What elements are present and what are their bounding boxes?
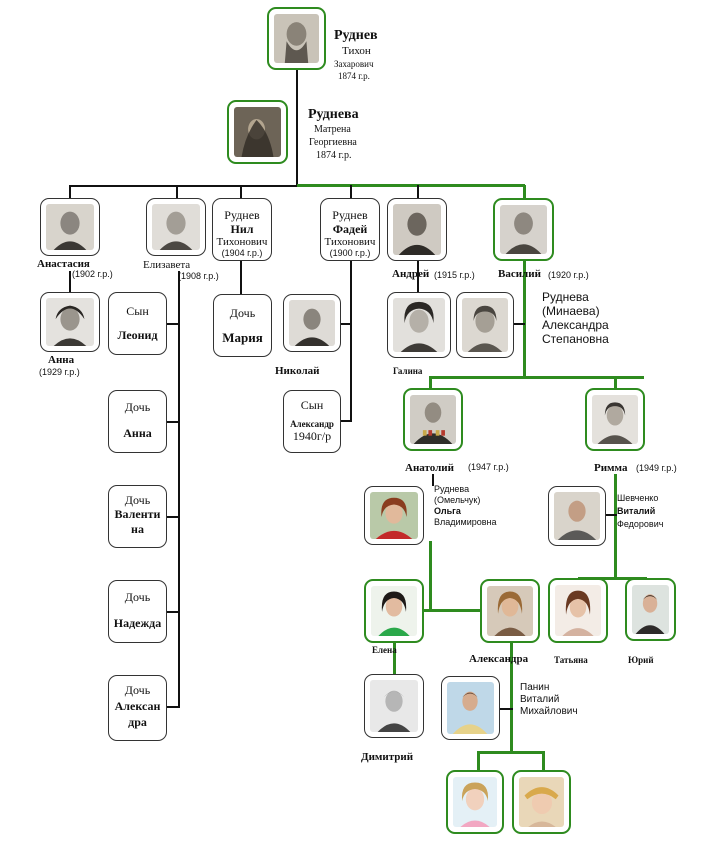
portrait-tikhon	[267, 7, 326, 70]
elena-name: Елена	[372, 645, 397, 655]
leonid-name: Леонид	[117, 328, 158, 342]
anastasia-year: (1902 г.р.)	[72, 269, 113, 279]
matrena-surname: Руднева	[308, 107, 359, 122]
card-maria: Дочь Мария	[213, 294, 272, 357]
card-valentina: Дочь Валенти на	[108, 485, 167, 548]
portrait-nikolay	[283, 294, 341, 352]
rimma-name: Римма	[594, 462, 628, 474]
portrait-grandchild-2	[512, 770, 571, 834]
vasily-wife-line4: Степановна	[542, 332, 609, 346]
elizaveta-year: (1908 г.р.)	[178, 271, 219, 281]
olga-line2: (Омельчук)	[434, 495, 481, 505]
tikhon-year: 1874 г.р.	[338, 71, 370, 81]
portrait-rimma	[585, 388, 645, 451]
card-nadezhda: Дочь Надежда	[108, 580, 167, 643]
portrait-dimitry	[364, 674, 424, 738]
portrait-panin	[441, 676, 500, 740]
portrait-shevchenko	[548, 486, 606, 546]
alexandra-d-line2: дра	[128, 715, 147, 729]
card-fadey: Руднев Фадей Тихонович (1900 г.р.)	[320, 198, 380, 261]
fadey-surname: Руднев	[332, 208, 368, 222]
portrait-grandchild-1	[446, 770, 504, 834]
portrait-matrena	[227, 100, 288, 164]
nil-surname: Руднев	[224, 208, 260, 222]
tikhon-name: Тихон	[342, 45, 371, 57]
portrait-vasily-wife	[456, 292, 514, 358]
matrena-year: 1874 г.р.	[316, 150, 352, 161]
card-alexandr: Сын Александр 1940г/р	[283, 390, 341, 453]
rimma-year: (1949 г.р.)	[636, 463, 677, 473]
portrait-anastasia	[40, 198, 100, 256]
portrait-vasily	[493, 198, 554, 261]
panin-line3: Михайлович	[520, 706, 578, 717]
portrait-anna	[40, 292, 100, 352]
anastasia-name: Анастасия	[37, 258, 90, 270]
alexandra-d-rel: Дочь	[124, 683, 151, 697]
andrey-year: (1915 г.р.)	[434, 270, 475, 280]
alexandr-rel: Сын	[300, 398, 324, 412]
dimitry-name: Димитрий	[361, 751, 414, 763]
anatoly-name: Анатолий	[405, 462, 454, 474]
alexandr-year: 1940г/р	[292, 429, 332, 443]
anna1-year: (1929 г.р.)	[39, 367, 80, 377]
matrena-patronymic: Георгиевна	[309, 137, 357, 148]
nikolay-name: Николай	[275, 365, 320, 377]
portrait-tatiana	[548, 578, 608, 643]
anatoly-year: (1947 г.р.)	[468, 462, 509, 472]
portrait-galina	[387, 292, 451, 358]
card-leonid: Сын Леонид	[108, 292, 167, 355]
alexandra2-name: Александра	[469, 653, 529, 665]
portrait-yury	[625, 578, 676, 641]
vasily-name: Василий	[498, 268, 541, 280]
portrait-elizaveta	[146, 198, 206, 256]
yury-name: Юрий	[628, 655, 654, 665]
alexandra-d-line1: Алексан	[114, 699, 161, 713]
fadey-name: Фадей	[332, 222, 368, 236]
anna1-name: Анна	[48, 354, 75, 366]
vasily-wife-line1: Руднева	[542, 290, 589, 304]
olga-line4: Владимировна	[434, 517, 497, 527]
vasily-year: (1920 г.р.)	[548, 270, 589, 280]
portrait-anatoly	[403, 388, 463, 451]
valentina-line2: на	[131, 522, 144, 536]
vasily-wife-line2: (Минаева)	[542, 304, 600, 318]
maria-rel: Дочь	[229, 306, 256, 320]
andrey-name: Андрей	[392, 268, 430, 280]
maria-name: Мария	[222, 330, 263, 345]
card-nil: Руднев Нил Тихонович (1904 г.р.)	[212, 198, 272, 261]
tikhon-patronymic: Захарович	[334, 59, 374, 69]
galina-name: Галина	[393, 366, 423, 376]
portrait-alexandra	[480, 579, 540, 643]
card-alexandra-daughter: Дочь Алексан дра	[108, 675, 167, 741]
fadey-patronymic: Тихонович	[324, 236, 376, 248]
alexandr-name: Александр	[290, 419, 334, 429]
valentina-rel: Дочь	[124, 493, 151, 507]
panin-line1: Панин	[520, 682, 550, 693]
portrait-andrey	[387, 198, 447, 261]
olga-line1: Руднева	[434, 484, 470, 494]
nadezhda-rel: Дочь	[124, 590, 151, 604]
nil-year: (1904 г.р.)	[221, 248, 263, 258]
nil-name: Нил	[230, 222, 254, 236]
tatiana-name: Татьяна	[554, 655, 588, 665]
shevchenko-line2: Виталий	[617, 506, 656, 516]
nil-patronymic: Тихонович	[216, 236, 268, 248]
anna2-name: Анна	[123, 426, 152, 440]
valentina-line1: Валенти	[114, 507, 161, 521]
shevchenko-line3: Федорович	[617, 519, 664, 529]
elizaveta-name: Елизавета	[143, 259, 191, 271]
shevchenko-line1: Шевченко	[617, 493, 659, 503]
portrait-olga	[364, 486, 424, 545]
card-anna-daughter: Дочь Анна	[108, 390, 167, 453]
tikhon-surname: Руднев	[334, 28, 378, 43]
matrena-name: Матрена	[314, 124, 351, 135]
anna2-rel: Дочь	[124, 400, 151, 414]
fadey-year: (1900 г.р.)	[329, 248, 371, 258]
panin-line2: Виталий	[520, 694, 560, 705]
portrait-elena	[364, 579, 424, 643]
olga-line3: Ольга	[434, 506, 461, 516]
vasily-wife-line3: Александра	[542, 318, 609, 332]
leonid-rel: Сын	[126, 304, 149, 318]
nadezhda-name: Надежда	[113, 616, 162, 630]
